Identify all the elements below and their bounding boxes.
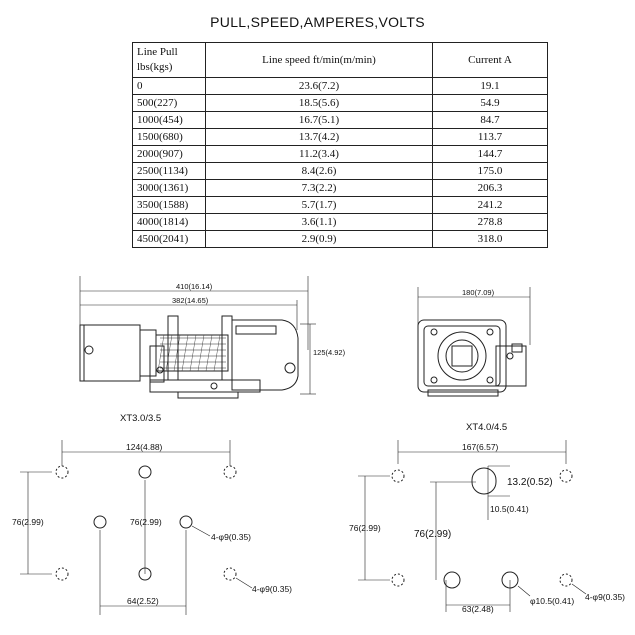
xt4-dim-left: 76(2.99) bbox=[349, 523, 381, 533]
xt4-dim-top: 167(6.57) bbox=[462, 442, 499, 452]
winch-side-view bbox=[79, 276, 316, 399]
xt4-dim-bottom: 63(2.48) bbox=[462, 604, 494, 614]
table-row: 1500(680)13.7(4.2)113.7 bbox=[132, 128, 548, 146]
cell-line-pull: 1500(680) bbox=[132, 128, 206, 146]
table-row: 500(227)18.5(5.6)54.9 bbox=[132, 94, 548, 112]
xt3-dim-bottom: 64(2.52) bbox=[127, 596, 159, 606]
xt4-dim-slot-h: 13.2(0.52) bbox=[507, 477, 553, 488]
cell-line-speed: 2.9(0.9) bbox=[205, 230, 433, 248]
dim-drum: 382(14.65) bbox=[172, 296, 209, 305]
dim-height: 125(4.92) bbox=[313, 348, 346, 357]
header-line-pull: Line Pull lbs(kgs) bbox=[132, 42, 206, 78]
xt4-dim-slot-w: 10.5(0.41) bbox=[490, 504, 529, 514]
xt3-dim-left: 76(2.99) bbox=[12, 517, 44, 527]
page-title: PULL,SPEED,AMPERES,VOLTS bbox=[210, 14, 425, 30]
xt4-label: XT4.0/4.5 bbox=[466, 422, 507, 433]
xt3-dim-mid: 76(2.99) bbox=[130, 517, 162, 527]
dim-length: 410(16.14) bbox=[176, 282, 213, 291]
table-row: 1000(454)16.7(5.1)84.7 bbox=[132, 111, 548, 129]
table-row: 4500(2041)2.9(0.9)318.0 bbox=[132, 230, 548, 248]
performance-table: Line Pull lbs(kgs) Line speed ft/min(m/m… bbox=[132, 42, 548, 248]
xt3-dim-top: 124(4.88) bbox=[126, 442, 163, 452]
header-line-pull-line1: Line Pull bbox=[137, 46, 178, 58]
cell-line-pull: 3500(1588) bbox=[132, 196, 206, 214]
cell-line-speed: 13.7(4.2) bbox=[205, 128, 433, 146]
xt3-mounting-pattern bbox=[20, 440, 253, 615]
cell-line-pull: 4500(2041) bbox=[132, 230, 206, 248]
cell-current: 318.0 bbox=[432, 230, 548, 248]
xt3-label: XT3.0/3.5 bbox=[120, 413, 161, 424]
cell-current: 54.9 bbox=[432, 94, 548, 112]
xt4-hole-small: 4-φ9(0.35) bbox=[585, 592, 625, 602]
xt3-hole-1: 4-φ9(0.35) bbox=[211, 532, 251, 542]
xt4-mounting-pattern bbox=[358, 440, 587, 612]
header-line-pull-line2: lbs(kgs) bbox=[137, 61, 173, 73]
xt4-dim-mid: 76(2.99) bbox=[414, 529, 451, 540]
xt4-hole-big: φ10.5(0.41) bbox=[530, 596, 574, 606]
winch-end-view bbox=[417, 287, 531, 397]
xt3-hole-2: 4-φ9(0.35) bbox=[252, 584, 292, 594]
table-row: 2000(907)11.2(3.4)144.7 bbox=[132, 145, 548, 163]
cell-line-pull: 1000(454) bbox=[132, 111, 206, 129]
dim-width: 180(7.09) bbox=[462, 288, 495, 297]
